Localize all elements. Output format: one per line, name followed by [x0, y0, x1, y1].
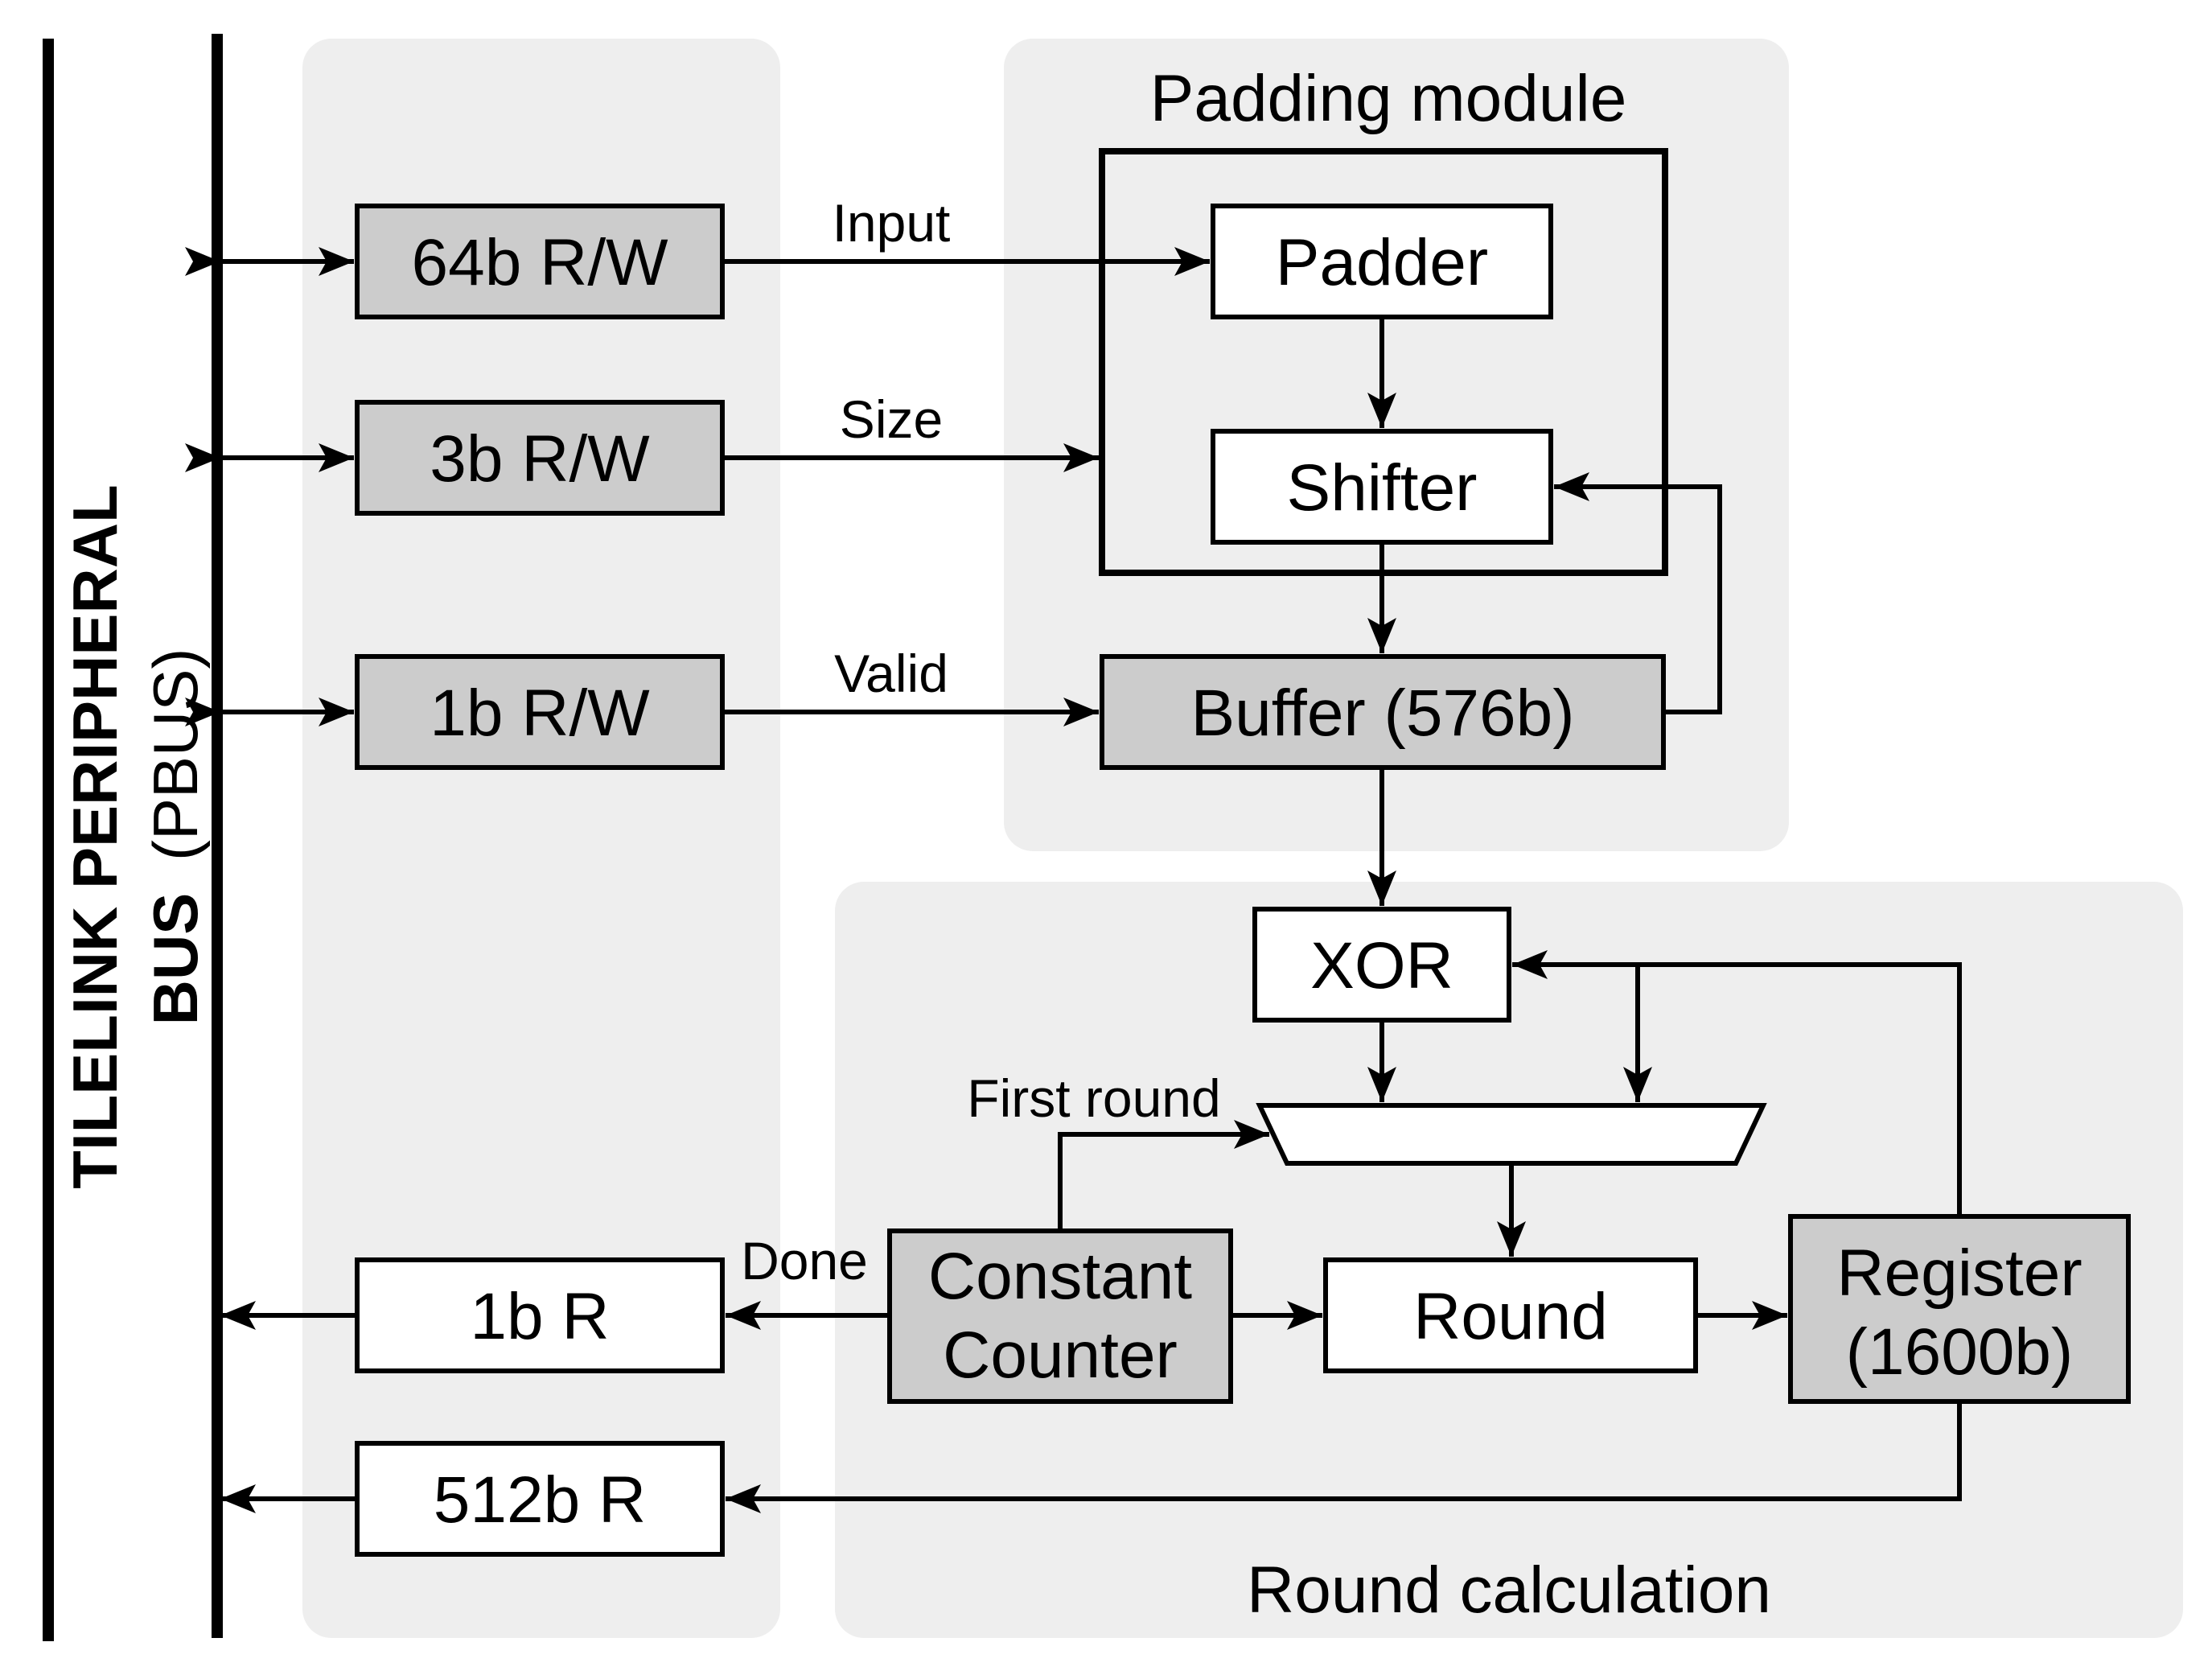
multiplexer	[1256, 1103, 1767, 1166]
padding-module-title: Padding module	[1150, 62, 1627, 135]
register-512b-r	[355, 1441, 725, 1557]
buffer-label: Buffer (576b)	[1190, 677, 1574, 750]
state-register-label-line1: Register	[1836, 1237, 2082, 1310]
done-signal-label: Done	[741, 1231, 868, 1290]
padder-label: Padder	[1276, 226, 1488, 299]
valid-signal-label: Valid	[834, 644, 948, 703]
register-1b-r-label: 1b R	[470, 1280, 609, 1353]
buffer-block	[1100, 654, 1666, 770]
constant-counter-label-line1: Constant	[928, 1240, 1192, 1313]
register-64b-rw-label: 64b R/W	[412, 226, 669, 299]
register-1b-r	[355, 1257, 725, 1373]
round-block	[1323, 1257, 1698, 1373]
size-signal-label: Size	[840, 389, 943, 449]
round-label: Round	[1413, 1280, 1608, 1353]
register-3b-rw-label: 3b R/W	[430, 422, 650, 496]
xor-label: XOR	[1310, 929, 1453, 1002]
shifter-label: Shifter	[1287, 451, 1478, 525]
buffer-feedback-to-shifter	[1554, 472, 1722, 714]
constant-counter-label-line2: Counter	[943, 1319, 1178, 1392]
xor-block	[1252, 907, 1511, 1023]
input-signal-label: Input	[833, 193, 951, 253]
first-round-control-arrow	[1058, 1120, 1269, 1231]
register-1b-rw-label: 1b R/W	[430, 677, 650, 750]
register-512b-r-label: 512b R	[434, 1463, 646, 1537]
shifter-block	[1211, 429, 1553, 545]
register-output-to-512b-arrow	[726, 1401, 1962, 1513]
bus-title-pbus: (PBUS)	[140, 648, 211, 861]
first-round-label: First round	[967, 1068, 1220, 1128]
bus-title-bus-word: BUS	[140, 893, 211, 1026]
constant-counter-block	[887, 1228, 1233, 1404]
state-register-label-line2: (1600b)	[1846, 1315, 2074, 1389]
round-calculation-title: Round calculation	[1247, 1554, 1771, 1627]
state-register-block	[1788, 1214, 2131, 1404]
bus-title-line2: BUS (PBUS)	[140, 648, 211, 1026]
register-3b-rw	[355, 400, 725, 516]
bus-title: TILELINK PERIPHERAL	[60, 484, 130, 1188]
register-feedback-to-xor	[1512, 950, 1962, 1216]
